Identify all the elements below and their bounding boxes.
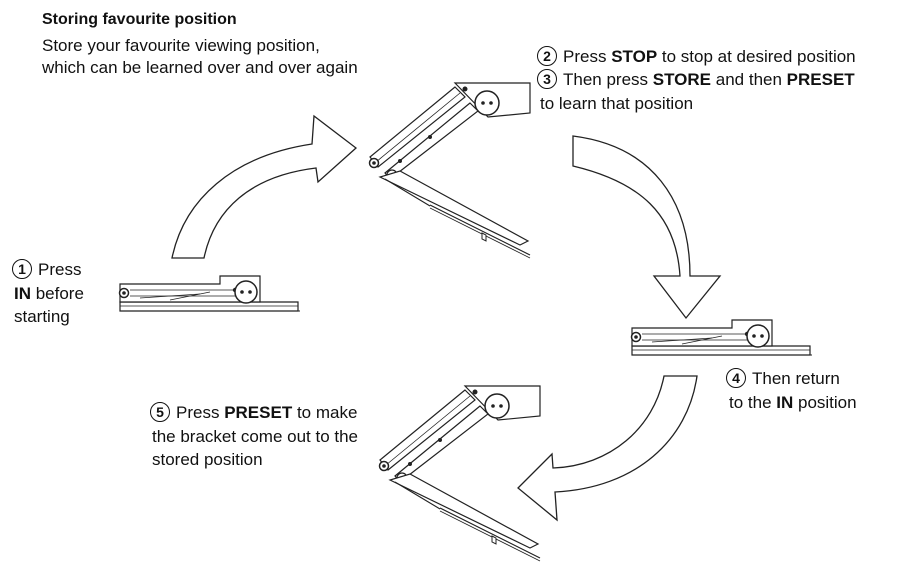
step-2-number: 2: [537, 46, 557, 66]
step-5-number: 5: [150, 402, 170, 422]
step-1-line-2: IN before: [14, 284, 84, 303]
arrow-2-to-4: [572, 135, 722, 320]
header-line-1: Store your favourite viewing position,: [42, 36, 320, 55]
bracket-extended-preset: [378, 385, 541, 562]
step-4-line-2: to the IN position: [729, 393, 857, 412]
header-title: Storing favourite position: [42, 11, 237, 28]
step-1-line-3: starting: [14, 307, 70, 326]
arrow-4-to-5: [517, 375, 698, 522]
bracket-extended-stored: [368, 82, 531, 259]
bracket-closed-start: [118, 275, 301, 312]
step-3-line-2: to learn that position: [540, 94, 694, 113]
step-3-number: 3: [537, 69, 557, 89]
step-5-line-3: stored position: [152, 450, 263, 469]
bracket-closed-returned: [630, 319, 813, 356]
step-4-number: 4: [726, 368, 746, 388]
step-1-number: 1: [12, 259, 32, 279]
arrow-1-to-2: [171, 114, 358, 259]
step-5-line-2: the bracket come out to the: [152, 427, 359, 446]
header-line-2: which can be learned over and over again: [42, 58, 358, 77]
